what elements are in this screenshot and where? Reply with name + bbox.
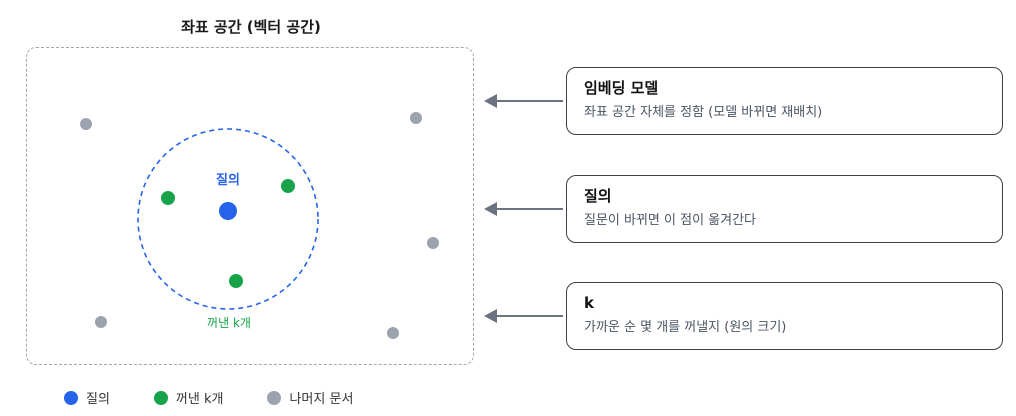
retrieved-document-point [161, 191, 175, 205]
card-query: 질의 질문이 바뀌면 이 점이 옮겨간다 [566, 175, 1003, 243]
card-k: k 가까운 순 몇 개를 꺼낼지 (원의 크기) [566, 282, 1003, 350]
card-description: 질문이 바뀌면 이 점이 옮겨간다 [584, 213, 757, 228]
legend-item-query: 질의 [64, 388, 110, 407]
retrieval-radius-label: 꺼낸 k개 [207, 316, 251, 330]
retrieved-document-point [281, 179, 295, 193]
legend-label: 나머지 문서 [289, 392, 354, 407]
card-title: 질의 [584, 187, 612, 205]
legend-dot-other [267, 390, 282, 405]
card-embedding-model: 임베딩 모델 좌표 공간 자체를 정함 (모델 바뀌면 재배치) [566, 67, 1003, 135]
space-title: 좌표 공간 (벡터 공간) [181, 18, 321, 36]
other-document-point [427, 237, 439, 249]
arrow-k [484, 309, 563, 323]
vector-space-frame [26, 47, 474, 365]
legend-label: 꺼낸 k개 [175, 392, 224, 407]
legend-dot-retrieved [153, 390, 168, 405]
legend-label: 질의 [86, 392, 110, 407]
arrow-embedding-model [484, 94, 563, 108]
legend: 질의 꺼낸 k개 나머지 문서 [64, 388, 397, 407]
retrieved-document-point [229, 274, 243, 288]
query-point [219, 202, 237, 220]
legend-item-other: 나머지 문서 [267, 388, 353, 407]
legend-dot-query [64, 390, 78, 405]
card-title: 임베딩 모델 [584, 79, 659, 97]
other-document-point [387, 327, 399, 339]
card-description: 좌표 공간 자체를 정함 (모델 바뀌면 재배치) [584, 105, 823, 120]
retrieval-radius-circle [137, 128, 319, 310]
query-point-label: 질의 [216, 172, 240, 188]
card-title: k [584, 294, 594, 312]
other-document-point [95, 316, 107, 328]
arrow-query [484, 202, 563, 216]
other-document-point [80, 118, 92, 130]
other-document-point [410, 112, 422, 124]
card-description: 가까운 순 몇 개를 꺼낼지 (원의 크기) [584, 320, 787, 335]
legend-item-retrieved: 꺼낸 k개 [153, 388, 224, 407]
